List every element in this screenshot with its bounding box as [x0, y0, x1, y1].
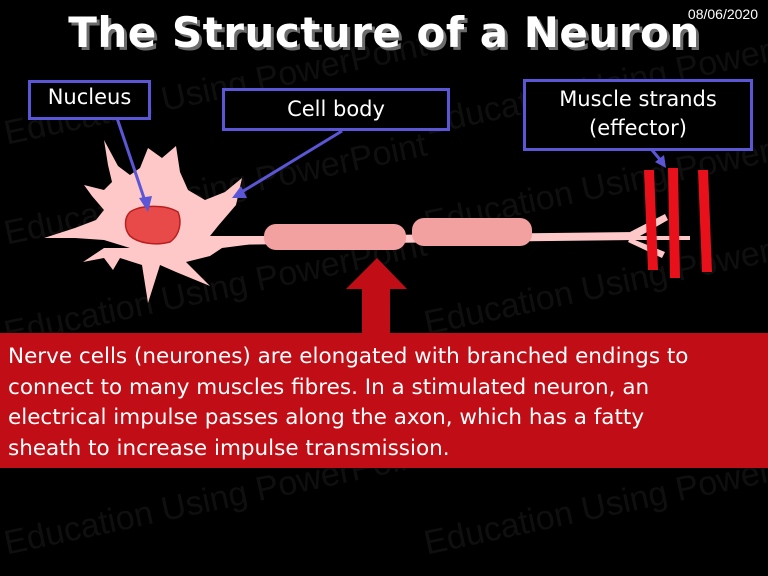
cell-body-label: Cell body	[222, 88, 450, 131]
muscle-strand	[668, 168, 680, 278]
myelin-sheath	[412, 218, 532, 246]
slide-title: The Structure of a Neuron	[68, 8, 700, 57]
cell-body-arrow	[239, 129, 343, 195]
slide-date: 08/06/2020	[687, 6, 758, 22]
nucleus	[124, 205, 181, 245]
nucleus-arrow	[115, 117, 148, 205]
myelin-sheath	[264, 224, 406, 250]
axon-branches	[628, 214, 690, 258]
muscle-strands-label: Muscle strands (effector)	[523, 79, 753, 151]
muscle-strand	[698, 170, 712, 272]
info-panel: Nerve cells (neurones) are elongated wit…	[0, 333, 768, 468]
muscle-strand	[644, 170, 658, 270]
axon-pointer-arrow	[346, 258, 407, 333]
muscle-arrowhead	[655, 155, 666, 168]
nucleus-arrowhead	[139, 196, 152, 212]
cell-body-arrowhead	[232, 186, 247, 198]
info-text: Nerve cells (neurones) are elongated wit…	[8, 344, 689, 461]
nucleus-label: Nucleus	[28, 80, 151, 120]
